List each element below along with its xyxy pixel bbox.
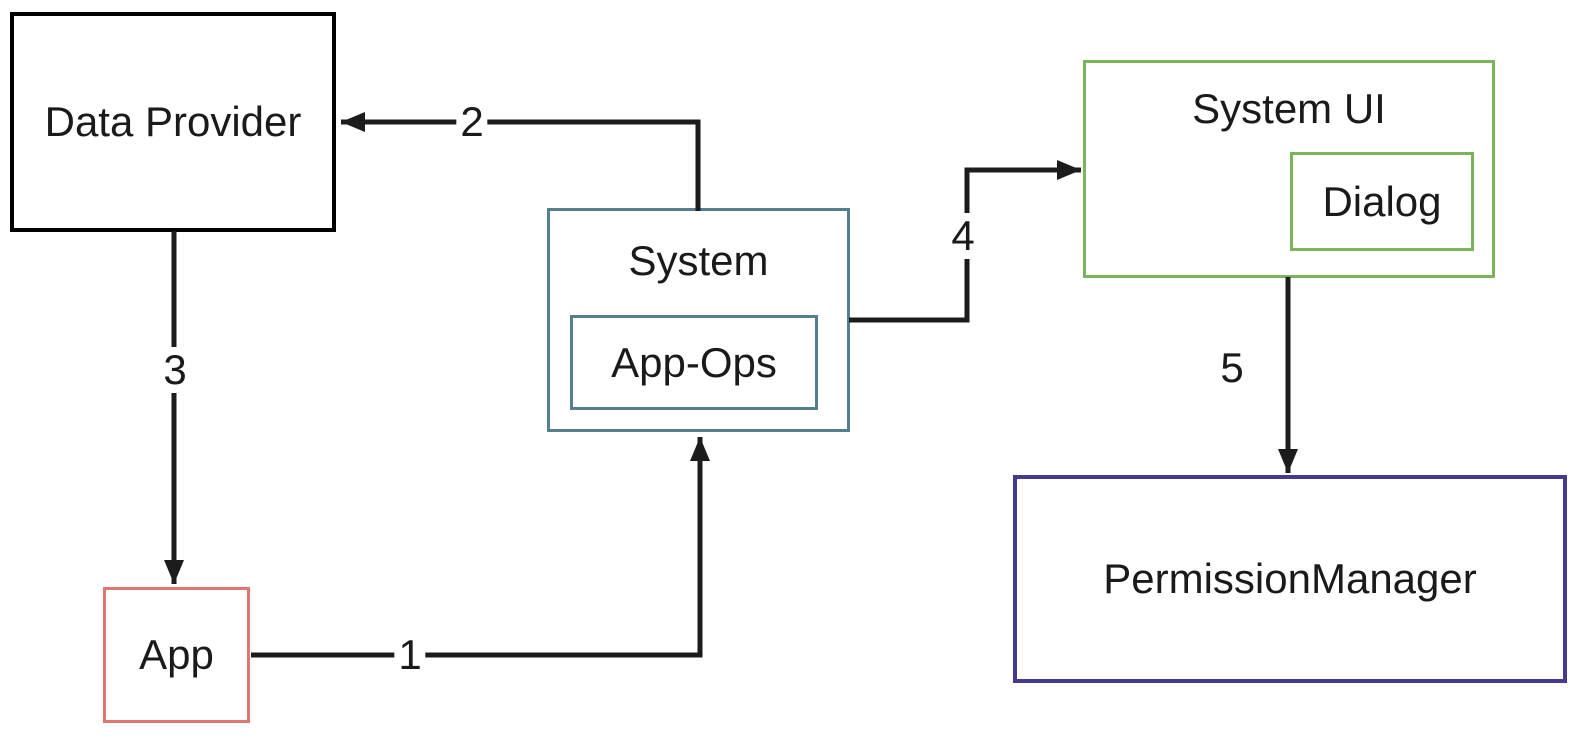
node-system-ui: System UI Dialog <box>1083 60 1495 278</box>
edge-label-1: 1 <box>394 632 426 678</box>
node-permission-manager-label: PermissionManager <box>1103 555 1477 602</box>
arrow-1-app-to-system <box>251 437 710 658</box>
node-dialog-label: Dialog <box>1322 177 1442 225</box>
node-dialog: Dialog <box>1290 152 1474 251</box>
node-system-ui-label: System UI <box>1192 85 1386 132</box>
node-system: System App-Ops <box>547 208 850 432</box>
edge-label-2: 2 <box>456 99 488 145</box>
node-data-provider-label: Data Provider <box>44 98 302 145</box>
node-system-label: System <box>628 237 769 284</box>
node-app-ops: App-Ops <box>570 315 818 410</box>
node-permission-manager: PermissionManager <box>1013 475 1567 683</box>
node-app-label: App <box>139 631 214 678</box>
node-data-provider: Data Provider <box>10 12 336 232</box>
node-app-ops-label: App-Ops <box>611 338 777 386</box>
node-app: App <box>103 587 250 723</box>
arrow-2-system-to-data-provider <box>341 112 701 211</box>
edge-label-4: 4 <box>947 213 979 259</box>
edge-label-5: 5 <box>1216 345 1248 391</box>
edge-label-3: 3 <box>159 347 191 393</box>
